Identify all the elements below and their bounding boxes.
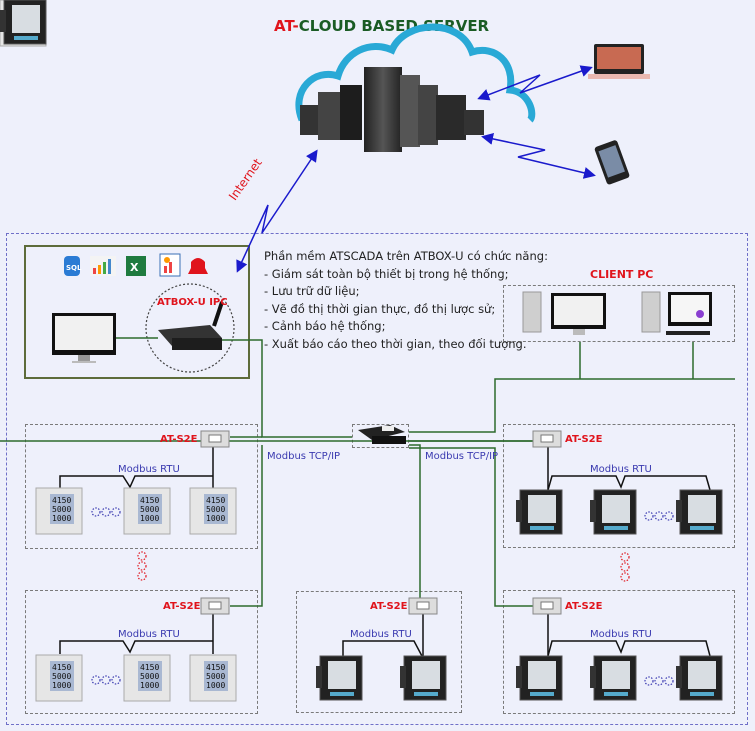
link-internet	[236, 149, 318, 273]
sql-icon: SQL	[64, 256, 82, 276]
more-devices-ellipsis	[91, 507, 674, 686]
more-groups-ellipsis	[137, 551, 630, 582]
power-meter-dark	[315, 655, 363, 701]
bus-label-top-left: Modbus RTU	[118, 464, 180, 475]
svg-text:SQL: SQL	[66, 264, 82, 272]
power-meter-dark	[399, 655, 447, 701]
meter-group-top-left	[25, 424, 258, 549]
meter-group-top-right	[503, 424, 735, 548]
feature-item: - Lưu trữ dữ liệu;	[264, 284, 360, 299]
meter-group-bottom-center	[296, 591, 462, 713]
power-meter-light	[123, 487, 171, 535]
gateway-icon-bottom-left	[200, 597, 230, 615]
client-pc-tower-2	[641, 291, 661, 333]
power-meter-dark	[515, 655, 563, 701]
power-meter-light	[189, 487, 237, 535]
gateway-icon-top-right	[532, 430, 562, 448]
atbox-highlight	[145, 283, 235, 373]
excel-icon: X	[126, 256, 146, 276]
client-pc-monitor-1	[551, 293, 606, 335]
gateway-label-bottom-left: AT-S2E	[163, 601, 201, 612]
bus-label-bottom-right: Modbus RTU	[590, 629, 652, 640]
feature-item: - Vẽ đồ thị thời gian thực, đồ thị lược …	[264, 301, 496, 316]
alarm-bell-icon	[188, 258, 208, 274]
feature-item: - Cảnh báo hệ thống;	[264, 319, 386, 334]
atbox-label: ATBOX-U IPC	[157, 297, 228, 308]
bus-label-bottom-left: Modbus RTU	[118, 629, 180, 640]
feature-heading: Phần mềm ATSCADA trên ATBOX-U có chức nă…	[264, 249, 548, 263]
feature-item: - Giám sát toàn bộ thiết bị trong hệ thố…	[264, 266, 509, 281]
tcp-label-left: Modbus TCP/IP	[267, 451, 341, 462]
laptop-icon	[588, 44, 650, 79]
power-meter-light	[123, 654, 171, 702]
ethernet-wires	[0, 337, 735, 607]
power-meter-dark	[589, 655, 637, 701]
power-meter-dark	[515, 489, 563, 535]
atscada-feature-list: Phần mềm ATSCADA trên ATBOX-U có chức nă…	[264, 248, 548, 354]
client-pc-label: CLIENT PC	[590, 268, 654, 281]
power-meter-dark	[589, 489, 637, 535]
power-meter-dark	[675, 489, 723, 535]
client-pc-monitor-2	[666, 292, 712, 335]
gateway-label-bottom-right: AT-S2E	[565, 601, 603, 612]
ipc-box-icon	[158, 301, 224, 350]
chart-icon	[90, 256, 116, 276]
bus-label-bottom-center: Modbus RTU	[350, 629, 412, 640]
tcp-label-right: Modbus TCP/IP	[425, 451, 499, 462]
monitor-icon	[52, 313, 116, 363]
power-meter-light	[189, 654, 237, 702]
network-switch-icon	[358, 425, 406, 444]
gateway-icon-bottom-right	[532, 597, 562, 615]
svg-text:X: X	[130, 261, 139, 274]
server-rack-icon	[300, 67, 484, 152]
power-meter-dark	[675, 655, 723, 701]
gateway-label-top-left: AT-S2E	[160, 434, 198, 445]
power-meter-light	[35, 487, 83, 535]
link-laptop	[477, 65, 593, 101]
meter-group-bottom-left	[25, 590, 258, 714]
modbus-rtu-buses	[59, 446, 711, 659]
link-phone	[481, 133, 596, 179]
report-icon	[159, 253, 181, 277]
bus-label-top-right: Modbus RTU	[590, 464, 652, 475]
power-meter-light	[35, 654, 83, 702]
client-pc-tower-1	[522, 291, 542, 333]
gateway-label-bottom-center: AT-S2E	[370, 601, 408, 612]
gateway-label-top-right: AT-S2E	[565, 434, 603, 445]
switch-frame	[352, 424, 409, 448]
plant-network-boundary	[6, 233, 748, 725]
gateway-icon-bottom-center	[408, 597, 438, 615]
gateway-icon-top-left	[200, 430, 230, 448]
meter-group-bottom-right	[503, 590, 735, 714]
client-pc-group	[503, 285, 735, 342]
feature-item: - Xuất báo cáo theo thời gian, theo đối …	[264, 336, 527, 351]
power-meter-dark	[0, 0, 47, 45]
smartphone-icon	[594, 140, 630, 185]
